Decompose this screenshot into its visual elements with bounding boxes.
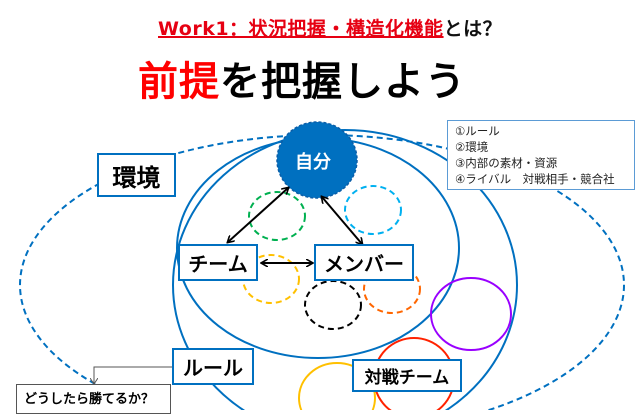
title-red-part: 前提 bbox=[138, 59, 220, 105]
member-circle-black bbox=[304, 280, 362, 330]
page-title: 前提を把握しよう bbox=[138, 58, 466, 106]
legend-item: ③内部の素材・資源 bbox=[455, 156, 558, 170]
legend-item: ④ライバル 対戦相手・競合社 bbox=[455, 172, 615, 186]
legend-item: ①ルール bbox=[455, 124, 500, 138]
team-label: チーム bbox=[178, 244, 258, 281]
self-label: 自分 bbox=[295, 152, 331, 173]
opponent-team-label: 対戦チーム bbox=[352, 359, 462, 392]
rule-label: ルール bbox=[172, 348, 254, 385]
rival-circle-purple bbox=[430, 277, 512, 351]
question-box: どうしたら勝てるか？ bbox=[16, 384, 171, 414]
title-black-part: を把握しよう bbox=[220, 59, 466, 105]
self-circle bbox=[276, 121, 358, 199]
rule-ellipse bbox=[172, 129, 518, 410]
legend-item: ②環境 bbox=[455, 140, 489, 154]
environment-label: 環境 bbox=[97, 153, 176, 197]
arrow-self-team bbox=[228, 188, 288, 242]
rival-circle-yellow bbox=[298, 362, 376, 410]
legend-box: ①ルール ②環境 ③内部の素材・資源 ④ライバル 対戦相手・競合社 bbox=[447, 120, 635, 190]
member-label: メンバー bbox=[314, 244, 414, 281]
subtitle-black-part: とは？ bbox=[443, 18, 503, 40]
member-circle-cyan bbox=[344, 185, 402, 235]
work-subtitle: Work1：状況把握・構造化機能とは？ bbox=[158, 14, 502, 41]
connector-rule-question bbox=[94, 366, 172, 384]
subtitle-red-part: Work1：状況把握・構造化機能 bbox=[158, 18, 444, 40]
question-text: どうしたら勝てるか？ bbox=[24, 392, 155, 407]
arrow-self-member bbox=[322, 197, 362, 244]
